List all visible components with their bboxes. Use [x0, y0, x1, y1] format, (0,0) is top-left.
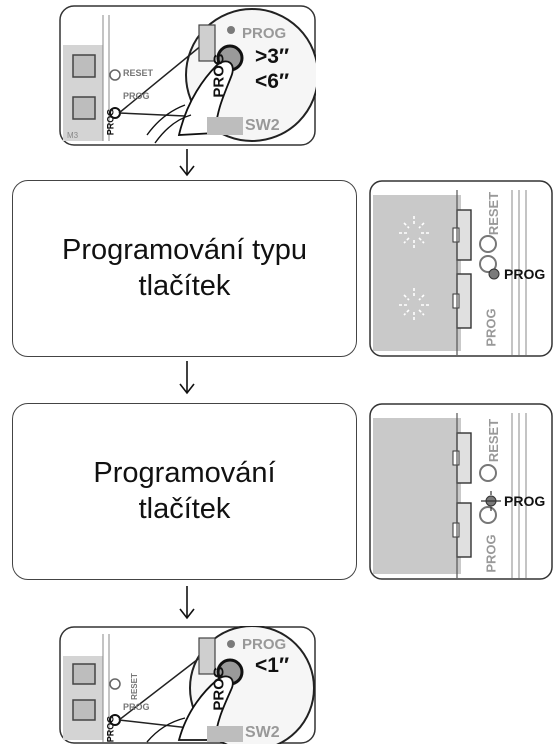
hold-min-label: >3″ [255, 45, 290, 68]
prog-label-small: PROG [123, 91, 150, 101]
step-1-label-line1: Programování typu [61, 234, 307, 267]
hold-max-label: <6″ [255, 70, 290, 93]
prog-label-vertical-bottom: PROG [210, 666, 228, 711]
prog-label-1: PROG [504, 266, 546, 282]
prog-label-2-vertical: PROG [483, 534, 499, 573]
step-2-label-line2: tlačítek [138, 492, 231, 525]
prog-label-small-bottom: PROG [123, 702, 150, 712]
short-press-label: <1″ [255, 654, 290, 677]
flow-arrow-3 [176, 586, 198, 620]
reset-label-1: RESET [486, 191, 502, 236]
sw2-label: SW2 [245, 117, 280, 134]
flow-arrow-2 [176, 361, 198, 395]
reset-label-2: RESET [486, 418, 502, 463]
short-press-illustration: PROG PROG RESET PROG PROG SW2 <1″ [59, 626, 316, 744]
step-box-button-type-programming: Programování typu tlačítek [12, 180, 357, 357]
prog-label-2: PROG [504, 493, 546, 509]
prog-label-vertical: PROG [210, 53, 228, 98]
prog-label-small-vertical: PROG [105, 108, 116, 136]
prog-label-small-vertical-bottom: PROG [105, 715, 116, 743]
prog-label-zoom-bottom: PROG [242, 636, 287, 653]
sw2-label-bottom: SW2 [245, 724, 280, 741]
board-blinking-illustration: RESET PROG PROG [369, 180, 553, 357]
prog-label-zoom: PROG [242, 25, 287, 42]
board-led-on-illustration: RESET PROG PROG [369, 403, 553, 580]
reset-label-small-bottom: RESET [129, 673, 139, 700]
step-2-label-line1: Programování [93, 457, 276, 490]
prog-label-1-vertical: PROG [483, 308, 499, 347]
m3-label: M3 [67, 131, 79, 140]
step-box-button-programming: Programování tlačítek [12, 403, 357, 580]
step-1-label-line2: tlačítek [138, 269, 231, 302]
reset-label-small: RESET [123, 68, 154, 78]
long-press-illustration: PROG PROG RESET PROG PROG M3 SW2 >3″ <6″ [59, 5, 316, 146]
flow-arrow-1 [176, 149, 198, 177]
